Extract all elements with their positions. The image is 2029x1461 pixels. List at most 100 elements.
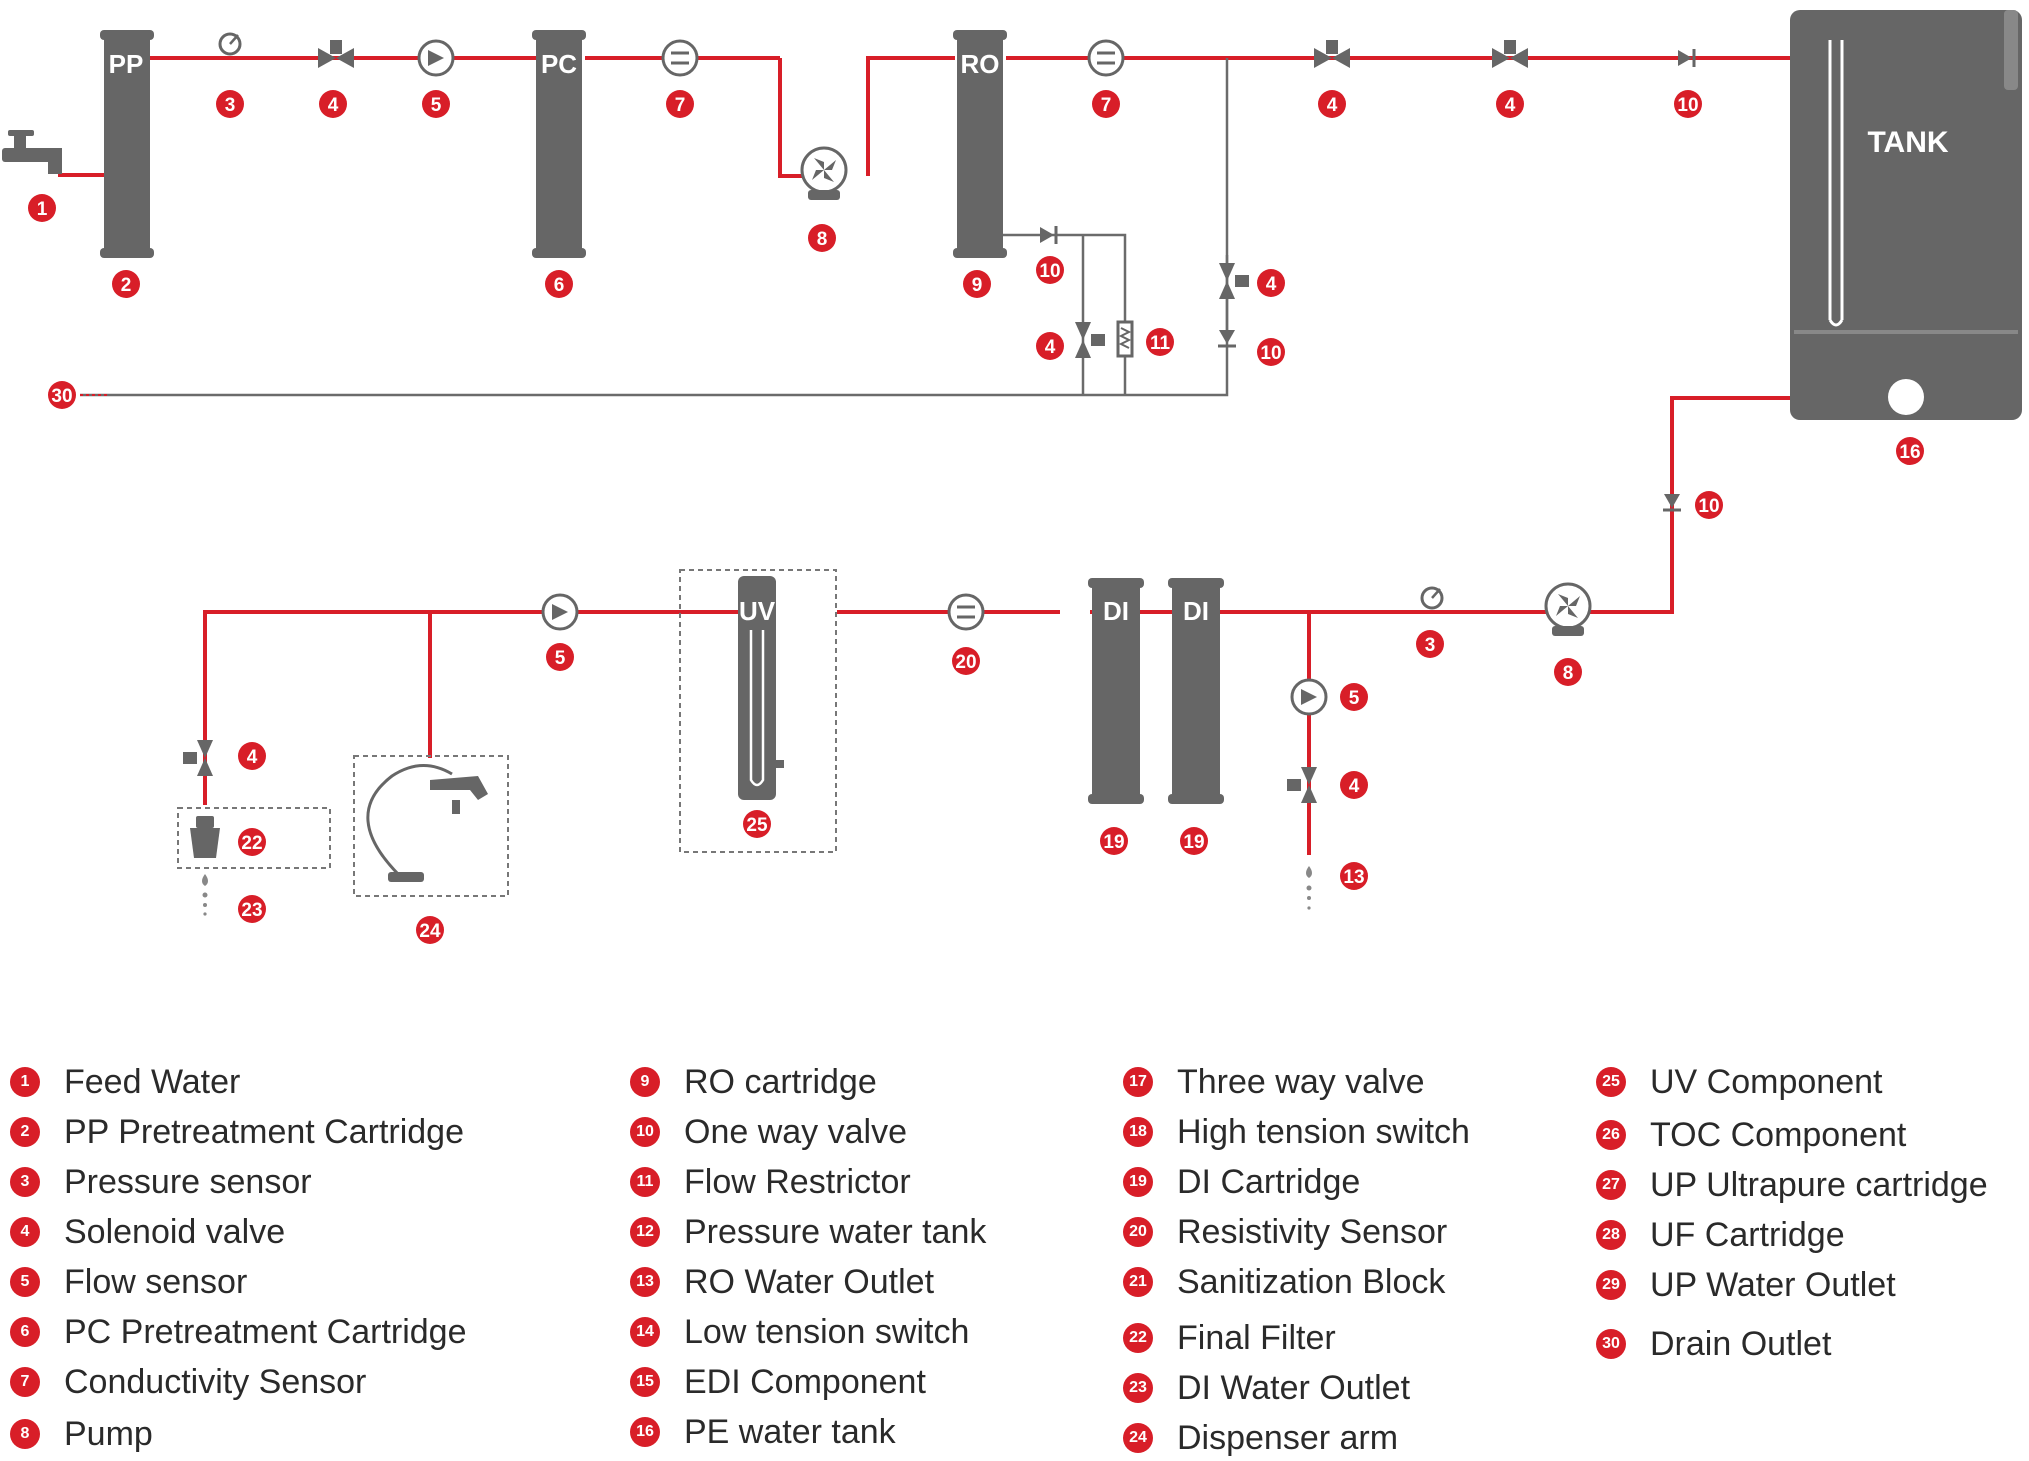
svg-text:2: 2 — [121, 275, 132, 296]
di-label-1: DI — [1103, 596, 1129, 626]
di-cartridge: DI — [1168, 578, 1224, 804]
badge-drain-outlet: 30 — [48, 381, 76, 409]
final-filter-box — [177, 807, 331, 869]
pc-label: PC — [541, 49, 577, 79]
water-drop-icon — [202, 874, 208, 916]
svg-text:7: 7 — [1101, 95, 1112, 116]
flow-sensor-icon — [417, 39, 455, 77]
badge-pe-water-tank: 16 — [1896, 437, 1924, 465]
badge-resistivity-sensor: 20 — [952, 647, 980, 675]
badge-solenoid-valve: 4 — [1340, 771, 1368, 799]
svg-text:24: 24 — [419, 921, 441, 942]
solenoid-valve-icon — [318, 40, 354, 68]
di-label-2: DI — [1183, 596, 1209, 626]
pump-icon — [800, 146, 848, 200]
badge-di-cartridge: 19 — [1180, 827, 1208, 855]
svg-text:1: 1 — [37, 199, 48, 220]
pc-cartridge: PC — [532, 30, 586, 258]
one-way-valve-icon — [1218, 330, 1236, 348]
conductivity-sensor-icon — [1087, 39, 1125, 77]
svg-text:23: 23 — [241, 900, 262, 921]
badge-flow-sensor: 5 — [546, 643, 574, 671]
solenoid-valve-icon — [1492, 40, 1528, 68]
pressure-sensor-icon — [218, 32, 242, 56]
svg-text:22: 22 — [241, 833, 262, 854]
svg-text:16: 16 — [1899, 442, 1920, 463]
flow-sensor-icon — [541, 593, 579, 631]
one-way-valve-icon — [1663, 494, 1681, 512]
uv-component-box — [679, 569, 837, 853]
solenoid-valve-icon — [1219, 263, 1249, 299]
water-drop-icon — [1306, 866, 1312, 910]
badge-pump: 8 — [1554, 658, 1582, 686]
svg-text:4: 4 — [1505, 95, 1516, 116]
pipe-network — [58, 56, 1790, 855]
badge-flow-sensor: 5 — [1340, 683, 1368, 711]
badge-solenoid-valve: 4 — [1036, 332, 1064, 360]
pe-water-tank: TANK — [1790, 10, 2022, 420]
badge-solenoid-valve: 4 — [319, 90, 347, 118]
resistivity-sensor-icon — [947, 593, 985, 631]
dispenser-arm-box — [353, 755, 509, 897]
flow-restrictor-icon — [1116, 320, 1134, 358]
badge-dispenser-arm: 24 — [416, 916, 444, 944]
solenoid-valve-icon — [1287, 767, 1317, 803]
badge-feed-water: 1 — [28, 194, 56, 222]
pump-icon — [1544, 582, 1592, 636]
svg-text:4: 4 — [1327, 95, 1338, 116]
final-filter-icon — [190, 816, 220, 858]
badge-one-way-valve: 10 — [1036, 256, 1064, 284]
badge-pressure-sensor: 3 — [216, 90, 244, 118]
svg-text:25: 25 — [746, 815, 768, 836]
badge-conductivity-sensor: 7 — [666, 90, 694, 118]
badge-di-cartridge: 19 — [1100, 827, 1128, 855]
svg-text:3: 3 — [1425, 635, 1436, 656]
badge-flow-sensor: 5 — [422, 90, 450, 118]
badge-solenoid-valve: 4 — [1318, 90, 1346, 118]
svg-text:20: 20 — [955, 652, 976, 673]
svg-text:4: 4 — [1045, 337, 1056, 358]
badge-pressure-sensor: 3 — [1416, 630, 1444, 658]
di-cartridge: DI — [1088, 578, 1144, 804]
solenoid-valve-icon — [1075, 322, 1105, 358]
badge-flow-restrictor: 11 — [1146, 328, 1174, 356]
tank-label: TANK — [1867, 126, 1948, 159]
svg-text:8: 8 — [1563, 663, 1574, 684]
svg-text:5: 5 — [1349, 688, 1360, 709]
svg-text:11: 11 — [1150, 333, 1171, 354]
svg-text:5: 5 — [431, 95, 442, 116]
svg-text:4: 4 — [1266, 274, 1277, 295]
ro-label: RO — [961, 49, 1000, 79]
pressure-sensor-icon — [1420, 586, 1444, 610]
badge-ro-cartridge: 9 — [963, 270, 991, 298]
svg-text:10: 10 — [1260, 343, 1281, 364]
svg-text:3: 3 — [225, 95, 236, 116]
svg-text:8: 8 — [817, 229, 828, 250]
badge-solenoid-valve: 4 — [1257, 269, 1285, 297]
pp-label: PP — [109, 49, 144, 79]
svg-text:10: 10 — [1677, 95, 1698, 116]
svg-text:7: 7 — [675, 95, 686, 116]
badge-di-water-outlet: 23 — [238, 895, 266, 923]
svg-text:9: 9 — [972, 275, 983, 296]
badge-final-filter: 22 — [238, 828, 266, 856]
solenoid-valve-icon — [183, 740, 213, 776]
badge-solenoid-valve: 4 — [238, 742, 266, 770]
svg-text:4: 4 — [1349, 776, 1360, 797]
svg-text:4: 4 — [328, 95, 339, 116]
solenoid-valve-icon — [1314, 40, 1350, 68]
ro-cartridge: RO — [953, 30, 1007, 258]
svg-text:19: 19 — [1183, 832, 1204, 853]
badge-pp-cartridge: 2 — [112, 270, 140, 298]
conductivity-sensor-icon — [661, 39, 699, 77]
svg-text:13: 13 — [1343, 867, 1364, 888]
svg-text:10: 10 — [1039, 261, 1060, 282]
badge-one-way-valve: 10 — [1674, 90, 1702, 118]
pp-cartridge: PP — [100, 30, 154, 258]
one-way-valve-icon — [1040, 226, 1058, 244]
badge-conductivity-sensor: 7 — [1092, 90, 1120, 118]
svg-text:5: 5 — [555, 648, 566, 669]
badge-one-way-valve: 10 — [1257, 338, 1285, 366]
badge-uv-component: 25 — [743, 810, 771, 838]
